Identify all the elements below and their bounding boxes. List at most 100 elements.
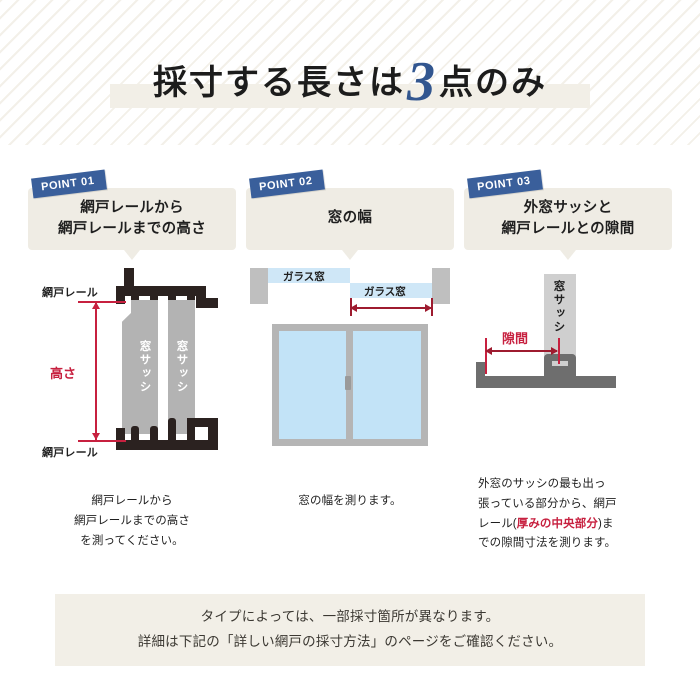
diagram-gap-cross-section: 窓サッシ 隙間 (464, 268, 672, 416)
caption-03: 外窓のサッシの最も出っ 張っている部分から、網戸 レール(厚みの中央部分)ま で… (464, 475, 672, 554)
page-title: 採寸する長さは3点のみ (0, 50, 700, 114)
diagram-window-width: ガラス窓 ガラス窓 (246, 268, 454, 483)
caption-03-line4: での隙間寸法を測ります。 (478, 537, 617, 550)
point-column-03: POINT 03 外窓サッシと 網戸レールとの隙間 窓サッシ (464, 169, 672, 549)
rail-bottom-horizontal (116, 440, 218, 450)
point-card-tail-03 (560, 250, 576, 260)
caption-02: 窓の幅を測ります。 (246, 492, 454, 512)
rail-top-vertical-stub (124, 268, 134, 286)
screen-rail-center-post-right (568, 354, 576, 380)
width-arrow-left (350, 304, 357, 312)
point-card-02: POINT 02 窓の幅 (246, 169, 454, 262)
point-card-body-02: 窓の幅 (246, 188, 454, 250)
footer-note-box: タイプによっては、一部採寸箇所が異なります。 詳細は下記の「詳しい網戸の採寸方法… (55, 594, 645, 666)
glass-pane-left (279, 331, 346, 439)
rail-bottom-groove-wall-a (131, 426, 139, 442)
rail-top-left-edge (116, 286, 125, 304)
wall-block-right (432, 268, 450, 304)
point-card-line1-03: 外窓サッシと (523, 199, 613, 216)
page-title-number: 3 (407, 51, 437, 113)
rail-bottom-groove-wall-c (168, 418, 176, 442)
width-dimension-line (352, 307, 432, 309)
title-highlight-band (110, 84, 590, 108)
rail-bottom-groove-wall-d (187, 418, 195, 442)
point-card-line1-02: 窓の幅 (327, 210, 373, 227)
point-card-tail-01 (124, 250, 140, 260)
sash-left-label: 窓サッシ (138, 340, 151, 394)
caption-03-line2: 張っている部分から、網戸 (478, 497, 617, 510)
point-card-line2-01: 網戸レールまでの高さ (58, 221, 206, 237)
glass-bar-left (268, 268, 350, 283)
sash-left-body (131, 300, 158, 434)
rail-top-step-down (196, 286, 206, 308)
rail-top-step-right (196, 298, 218, 308)
screen-rail-base (476, 376, 616, 388)
caption-01-line1: 網戸レールから (91, 495, 173, 507)
dimension-vertical-line (95, 302, 97, 440)
footer-note-text: タイプによっては、一部採寸箇所が異なります。 詳細は下記の「詳しい網戸の採寸方法… (138, 605, 562, 655)
gap-label: 隙間 (502, 331, 529, 346)
point-card-line2-03: 網戸レールとの隙間 (501, 221, 635, 237)
point-column-02: POINT 02 窓の幅 ガラス窓 ガラス窓 (246, 169, 454, 507)
caption-01: 網戸レールから 網戸レールまでの高さ を測ってください。 (28, 492, 236, 551)
point-card-text-03: 外窓サッシと 網戸レールとの隙間 (501, 198, 634, 240)
sash-right-body (168, 300, 195, 434)
screen-rail-center-post-left (544, 354, 552, 380)
point-column-01: POINT 01 網戸レールから 網戸レールまでの高さ (28, 169, 236, 547)
dimension-arrow-down (92, 433, 100, 440)
rail-bottom-left-edge (116, 428, 125, 442)
sash-right-label: 窓サッシ (175, 340, 188, 394)
dimension-arrow-up (92, 302, 100, 309)
dimension-leader-bottom (78, 440, 126, 442)
caption-01-line2: 網戸レールまでの高さ (74, 514, 190, 527)
rail-bottom-step-upper (187, 418, 218, 427)
caption-03-line3-pre: レール( (478, 517, 517, 530)
screen-rail-left-lip (476, 362, 485, 378)
rail-bottom-right-edge (208, 418, 218, 442)
glass-bar-label-left: ガラス窓 (283, 271, 325, 283)
glass-bar-label-right: ガラス窓 (364, 286, 406, 298)
point-card-body-01: 網戸レールから 網戸レールまでの高さ (28, 188, 236, 250)
caption-03-line3-post: )ま (597, 517, 614, 530)
width-extension-left (350, 298, 352, 316)
gap-extension-left (485, 338, 487, 374)
points-row: POINT 01 網戸レールから 網戸レールまでの高さ (0, 169, 700, 570)
caption-03-line3: レール(厚みの中央部分)ま (478, 515, 672, 535)
rail-bottom-groove-wall-b (150, 426, 158, 442)
glass-pane-right (353, 331, 421, 439)
point-card-body-03: 外窓サッシと 網戸レールとの隙間 (464, 188, 672, 250)
point-card-text-01: 網戸レールから 網戸レールまでの高さ (58, 198, 206, 240)
glass-bar-right (350, 283, 432, 298)
screen-rail-center-cap (544, 354, 576, 361)
footer-note-line2: 詳細は下記の「詳しい網戸の採寸方法」のページをご確認ください。 (137, 634, 563, 649)
rail-label-top: 網戸レール (42, 287, 98, 299)
footer-note-line1: タイプによっては、一部採寸箇所が異なります。 (200, 609, 500, 625)
point-card-text-02: 窓の幅 (328, 208, 372, 229)
caption-03-line1: 外窓のサッシの最も出っ (478, 478, 606, 490)
dimension-leader-top (78, 301, 126, 303)
point-card-tail-02 (342, 250, 358, 260)
page-title-part1: 採寸する長さは (153, 64, 405, 102)
gap-extension-right (558, 338, 560, 364)
caption-01-line3: を測ってください。 (80, 534, 184, 547)
sash-left-flare-top (122, 312, 132, 434)
gap-arrow-left (485, 347, 492, 355)
point-card-01: POINT 01 網戸レールから 網戸レールまでの高さ (28, 169, 236, 262)
gap-arrow-right (551, 347, 558, 355)
diagram-height-cross-section: 窓サッシ 窓サッシ 網戸レール 網戸レール 高さ (28, 268, 236, 483)
point-card-03: POINT 03 外窓サッシと 網戸レールとの隙間 (464, 169, 672, 262)
screen-rail-center-notch-fill (552, 366, 568, 380)
caption-03-highlight: 厚みの中央部分 (516, 517, 598, 530)
dimension-label-height: 高さ (50, 366, 77, 381)
rail-top-horizontal (124, 286, 206, 296)
width-arrow-right (425, 304, 432, 312)
caption-02-line1: 窓の幅を測ります。 (298, 495, 402, 507)
page-title-part2: 点のみ (439, 64, 547, 102)
header-banner: 採寸する長さは3点のみ (0, 0, 700, 145)
point-card-line1-01: 網戸レールから (80, 199, 184, 216)
width-extension-right (431, 298, 433, 316)
gap-dimension-line (487, 350, 557, 352)
wall-block-left (250, 268, 268, 304)
rail-label-bottom: 網戸レール (42, 447, 98, 459)
outer-sash-label: 窓サッシ (552, 280, 565, 334)
